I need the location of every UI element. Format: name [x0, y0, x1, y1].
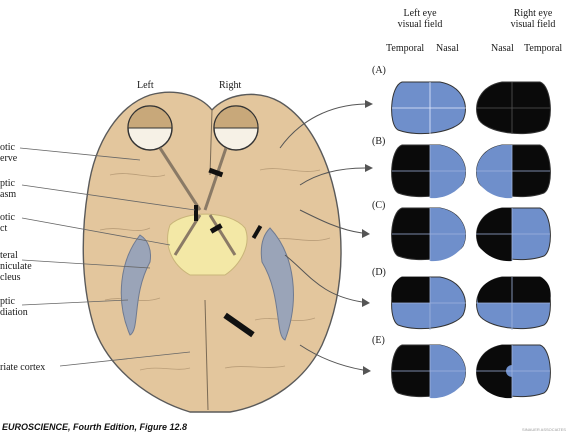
right-eye-field-header: Right eye visual field: [498, 8, 568, 30]
visual-field-row-e: [392, 345, 551, 398]
row-label-e: (E): [372, 336, 385, 346]
subheader-nasal-left: Nasal: [436, 44, 459, 54]
visual-field-row-c: [392, 208, 551, 261]
figure-caption: EUROSCIENCE, Fourth Edition, Figure 12.8: [2, 423, 187, 432]
visual-field-row-d: [391, 277, 550, 330]
striate-cortex-label: riate cortex: [0, 362, 45, 373]
visual-field-row-a: [392, 82, 551, 134]
row-label-d: (D): [372, 268, 386, 278]
subheader-nasal-right: Nasal: [491, 44, 514, 54]
subheader-temporal-left: Temporal: [386, 44, 424, 54]
optic-nerve-label: otic erve: [0, 142, 17, 164]
publisher-credit: SINAUER ASSOCIATES: [522, 428, 566, 432]
optic-chiasm-label: ptic asm: [0, 178, 16, 200]
optic-radiation-label: ptic diation: [0, 296, 28, 318]
right-eye: [214, 106, 258, 150]
row-label-c: (C): [372, 201, 385, 211]
subheader-temporal-right: Temporal: [524, 44, 562, 54]
row-label-a: (A): [372, 66, 386, 76]
visual-field-row-b: [392, 145, 551, 198]
left-eye-label: Left: [137, 81, 154, 91]
lateral-geniculate-nucleus-label: teral niculate cleus: [0, 250, 32, 283]
optic-tract-label: otic ct: [0, 212, 15, 234]
left-eye-field-header: Left eye visual field: [390, 8, 450, 30]
right-eye-label: Right: [219, 81, 241, 91]
row-label-b: (B): [372, 137, 385, 147]
chiasm-region: [168, 214, 247, 275]
left-eye: [128, 106, 172, 150]
